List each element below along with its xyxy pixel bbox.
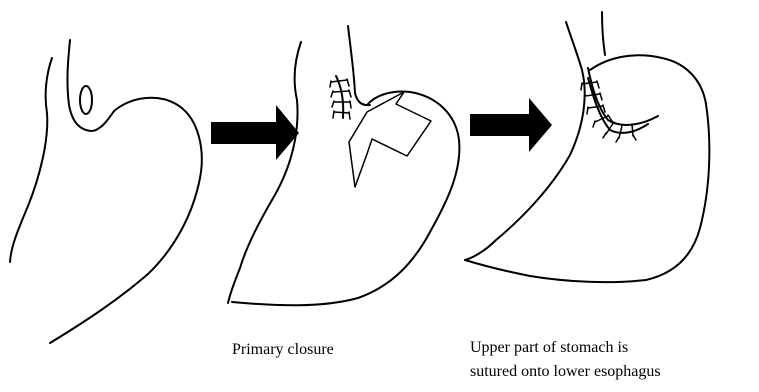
right-arrow-1: [211, 105, 299, 160]
panel1-esophagus-left-wall: [10, 58, 52, 262]
panel2-esophagus-left-wall: [228, 42, 301, 303]
caption-primary-closure: Primary closure: [232, 338, 334, 362]
right-arrow-2: [470, 98, 552, 152]
perforation-hole: [80, 86, 92, 114]
panel-1-perforated-stomach: [10, 40, 202, 343]
panel-3-fundus-sutured: [465, 12, 709, 282]
caption-fundus-sutured-line-2: sutured onto lower esophagus: [470, 360, 661, 384]
panel1-esophagus-right-wall: [67, 40, 114, 131]
panel3-wrapped-fundus-edge: [588, 68, 658, 125]
caption-fundus-sutured: Upper part of stomach is sutured onto lo…: [470, 336, 661, 384]
panel3-esophagus-right-wall: [602, 12, 605, 55]
panel1-greater-curvature: [50, 98, 202, 343]
panel2-esophagus-right-wall: [348, 26, 370, 105]
fundus-fold-arrow: [349, 92, 431, 187]
panel-2-primary-closure: [228, 26, 459, 305]
panel3-stomach-outline: [465, 55, 709, 282]
caption-fundus-sutured-line-1: Upper part of stomach is: [470, 336, 661, 360]
panel3-esophagus-left-wall: [465, 22, 585, 260]
